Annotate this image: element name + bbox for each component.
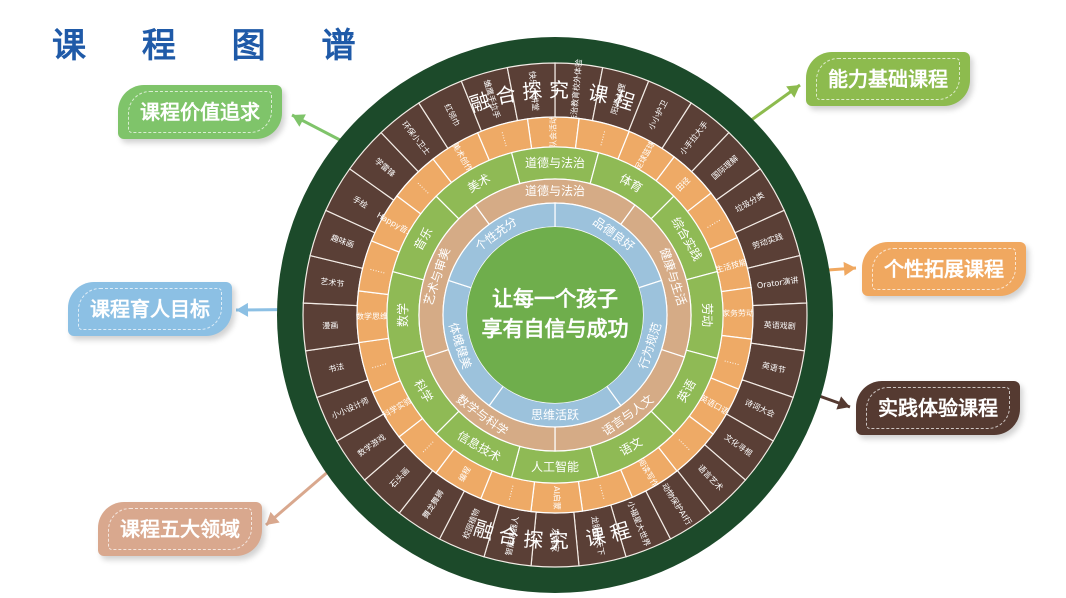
course-label: 书法	[327, 361, 345, 374]
center-line-2: 享有自信与成功	[482, 317, 629, 341]
course-label: 发明家	[551, 528, 561, 552]
tag-goal-label: 课程育人目标	[90, 297, 210, 321]
arrow-head-icon	[266, 511, 280, 525]
center-circle	[467, 227, 643, 403]
tag-five-domains: 课程五大领域	[98, 502, 262, 556]
arrow-head-icon	[292, 114, 306, 127]
subject-label: 劳动	[700, 303, 714, 327]
tag-personal-courses: 个性拓展课程	[862, 242, 1026, 296]
course-label: 漫画	[322, 320, 338, 331]
tag-value-pursuit: 课程价值追求	[118, 85, 282, 139]
subject-label: 数学	[395, 303, 410, 327]
ability-course-label: ……	[500, 130, 513, 148]
connector-line	[265, 468, 331, 527]
ability-ring: 队会活动……足球篮球田径……生活技能家务劳动……英语口语……阅读写作……AI启蒙…	[356, 116, 754, 514]
arrow-head-icon	[236, 302, 249, 317]
subject-label: 人工智能	[531, 459, 579, 474]
subject-label: 道德与法治	[525, 155, 585, 170]
ability-course-label: 数学思维	[356, 311, 388, 321]
ability-course-label: AI启蒙	[552, 486, 562, 510]
arrow-head-icon	[836, 396, 850, 410]
ability-course-label: ……	[597, 482, 610, 500]
tag-ability-courses: 能力基础课程	[806, 52, 970, 106]
ability-course-label: 家务劳动	[722, 308, 754, 318]
ability-course-label: ……	[594, 129, 607, 147]
course-label: 快乐小讲堂	[527, 71, 541, 112]
domain-label: 道德与法治	[525, 183, 585, 198]
course-label: 艺术节	[320, 276, 345, 289]
tag-education-goal: 课程育人目标	[68, 282, 232, 336]
goal-label: 思维活跃	[531, 408, 579, 422]
tag-practice-courses: 实践体验课程	[856, 381, 1020, 435]
ability-course-label: ……	[369, 263, 387, 276]
tag-value-label: 课程价值追求	[140, 100, 260, 124]
arrow-head-icon	[843, 261, 856, 276]
center-line-1: 让每一个孩子	[492, 287, 618, 311]
tag-practice-label: 实践体验课程	[878, 396, 998, 420]
tag-personal-label: 个性拓展课程	[884, 257, 1004, 281]
ability-course-label: ……	[503, 483, 516, 501]
ability-course-label: ……	[723, 354, 741, 367]
page-title: 课 程 图 谱	[52, 26, 378, 66]
arrow-head-icon	[786, 85, 800, 98]
ability-course-label: 队会活动	[548, 116, 558, 148]
tag-ability-label: 能力基础课程	[828, 67, 948, 91]
course-label: 英语戏剧	[764, 319, 796, 331]
tag-domains-label: 课程五大领域	[120, 517, 240, 541]
ability-course-label: ……	[370, 357, 388, 370]
